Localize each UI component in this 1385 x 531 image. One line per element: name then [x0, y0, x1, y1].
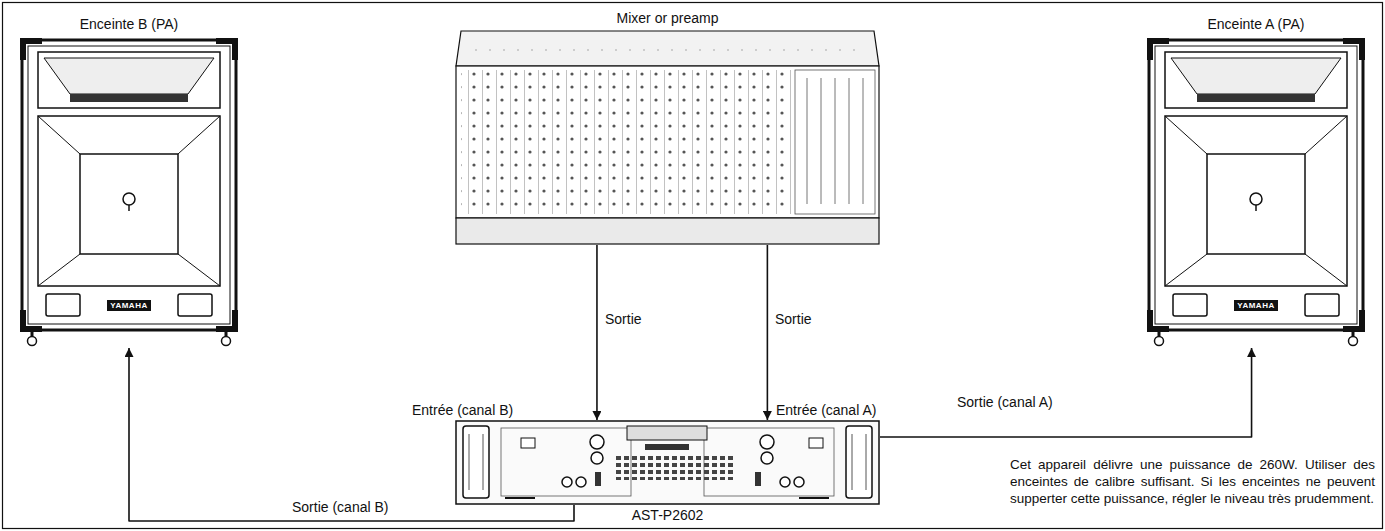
edge-label: Sortie	[773, 311, 814, 327]
input-label: Entrée (canal A)	[774, 402, 878, 418]
mixer-console-drawing	[455, 30, 880, 245]
input-label: Entrée (canal B)	[410, 402, 515, 418]
cable-connector	[880, 348, 1252, 437]
node-heading: AST-P2602	[632, 507, 704, 523]
mixer-console: Mixer or preamp	[455, 30, 880, 245]
brand-badge: YAMAHA	[107, 300, 150, 311]
edge-label: Sortie	[603, 311, 644, 327]
cable-connector	[767, 245, 769, 420]
node-heading: Enceinte B (PA)	[80, 16, 179, 32]
power-amplifier-drawing	[455, 420, 880, 505]
edge-label: Sortie (canal A)	[955, 394, 1055, 410]
power-amplifier: AST-P2602	[455, 420, 880, 505]
edge-label: Sortie (canal B)	[290, 499, 390, 515]
node-heading: Enceinte A (PA)	[1207, 16, 1304, 32]
brand-badge: YAMAHA	[1234, 300, 1277, 311]
power-note: Cet appareil délivre une puissance de 26…	[1010, 456, 1375, 507]
cable-connector	[596, 245, 598, 420]
node-heading: Mixer or preamp	[617, 10, 719, 26]
